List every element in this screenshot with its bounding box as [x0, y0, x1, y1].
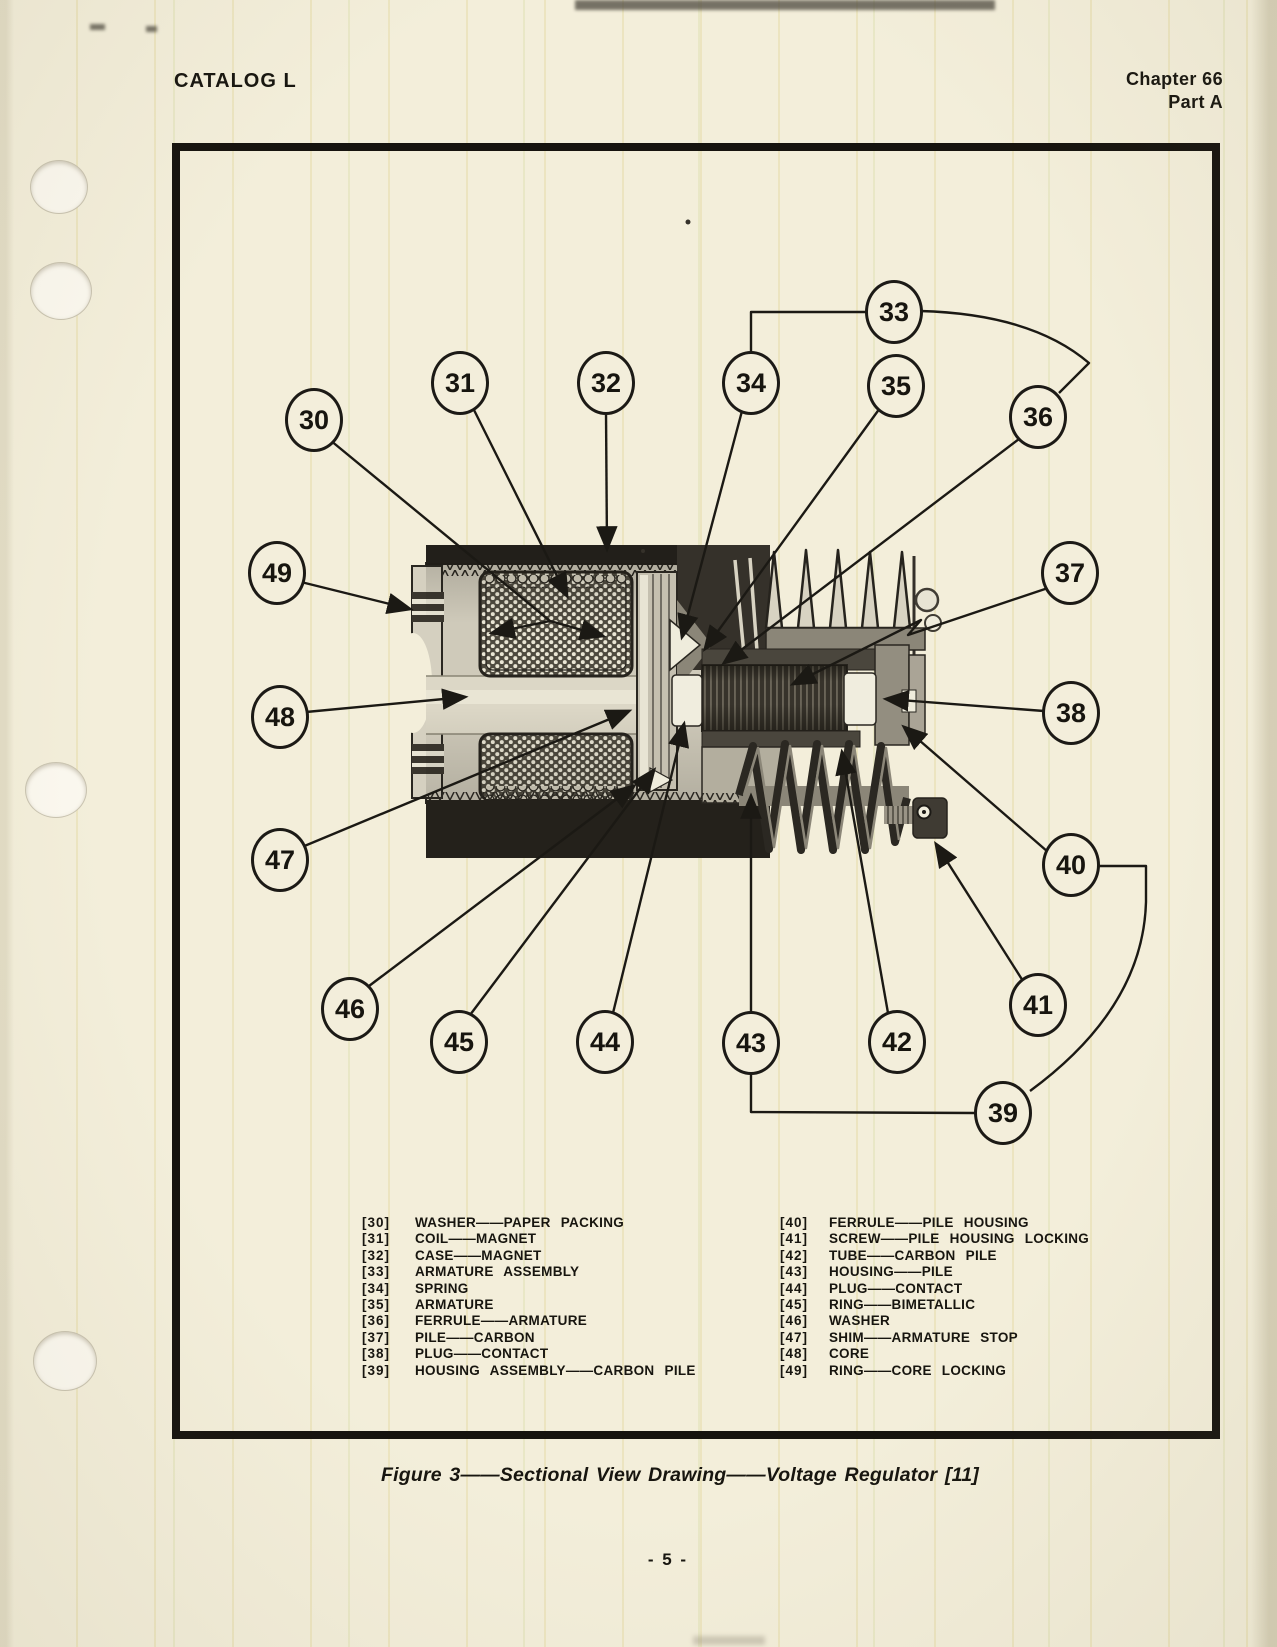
- legend-row: [49]RING——CORE LOCKING: [780, 1362, 1007, 1378]
- leader-40-bracket: [1029, 864, 1148, 1092]
- punch-hole: [30, 160, 88, 214]
- figure-caption: Figure 3——Sectional View Drawing——Voltag…: [381, 1464, 979, 1486]
- contact-plug-right: [843, 672, 877, 726]
- leader-38: [882, 689, 1045, 713]
- leader-40: [901, 724, 1049, 853]
- legend-row: [36]FERRULE——ARMATURE: [362, 1313, 588, 1329]
- callout-31: 31: [431, 351, 489, 415]
- callout-43: 43: [722, 1011, 780, 1075]
- callout-33: 33: [865, 280, 923, 344]
- callout-35: 35: [867, 354, 925, 418]
- ferrule-ring: [914, 587, 940, 613]
- bellows-spring: [735, 740, 911, 854]
- legend-row: [42]TUBE——CARBON PILE: [780, 1247, 997, 1263]
- callout-39: 39: [974, 1081, 1032, 1145]
- legend-row: [47]SHIM——ARMATURE STOP: [780, 1329, 1018, 1345]
- callout-49: 49: [248, 541, 306, 605]
- scan-artifact: [575, 0, 995, 10]
- leader-32: [596, 411, 618, 553]
- leader-33-bracket-right: [919, 309, 1091, 394]
- legend-row: [34]SPRING: [362, 1280, 469, 1296]
- leader-30-arrow: [488, 617, 551, 639]
- callout-32: 32: [577, 351, 635, 415]
- callout-44: 44: [576, 1010, 634, 1074]
- legend-row: [33]ARMATURE ASSEMBLY: [362, 1264, 580, 1280]
- callout-37: 37: [1041, 541, 1099, 605]
- legend-row: [46]WASHER: [780, 1313, 891, 1329]
- punch-hole: [30, 262, 92, 320]
- part-label: Part A: [1168, 92, 1223, 112]
- leader-31: [470, 405, 569, 600]
- scan-speck: [641, 549, 645, 553]
- leader-48: [305, 688, 469, 714]
- callout-41: 41: [1009, 973, 1067, 1037]
- callout-46: 46: [321, 977, 379, 1041]
- legend-row: [45]RING——BIMETALLIC: [780, 1297, 976, 1313]
- legend-row: [37]PILE——CARBON: [362, 1329, 535, 1345]
- callout-42: 42: [868, 1010, 926, 1074]
- callout-40: 40: [1042, 833, 1100, 897]
- legend-row: [48]CORE: [780, 1346, 870, 1362]
- leader-30-arrow: [549, 619, 607, 641]
- page-number: - 5 -: [647, 1550, 689, 1569]
- callout-30: 30: [285, 388, 343, 452]
- spring-leaf: [748, 557, 760, 665]
- legend-row: [41]SCREW——PILE HOUSING LOCKING: [780, 1231, 1090, 1247]
- legend-row: [30]WASHER——PAPER PACKING: [362, 1215, 625, 1230]
- callout-47: 47: [251, 828, 309, 892]
- scan-artifact: [90, 24, 105, 30]
- leader-49: [300, 580, 414, 615]
- legend-row: [39]HOUSING ASSEMBLY——CARBON PILE: [362, 1362, 696, 1378]
- leader-33-bracket-left: [749, 310, 868, 352]
- leader-39-bracket: [749, 1072, 976, 1115]
- leader-42: [835, 748, 890, 1014]
- case-bottom-knurl: [428, 792, 770, 803]
- chapter-label: Chapter 66: [1125, 69, 1223, 89]
- scan-speck: [685, 219, 691, 225]
- scan-artifact: [146, 26, 157, 32]
- callout-45: 45: [430, 1010, 488, 1074]
- figure-box: [172, 143, 1220, 1439]
- chapter-part-header: Chapter 66 Part A: [1126, 68, 1223, 114]
- callout-36: 36: [1009, 385, 1067, 449]
- callout-34: 34: [722, 351, 780, 415]
- legend-row: [44]PLUG——CONTACT: [780, 1280, 963, 1296]
- legend-column-right: [40]FERRULE——PILE HOUSING [41]SCREW——PIL…: [780, 1215, 1089, 1379]
- legend-row: [31]COIL——MAGNET: [362, 1231, 537, 1247]
- carbon-pile: [701, 664, 848, 732]
- leader-45: [469, 767, 657, 1016]
- legend-row: [43]HOUSING——PILE: [780, 1264, 953, 1280]
- leader-37: [789, 586, 1049, 686]
- pile-housing: [671, 548, 948, 854]
- legend-column-left: [30]WASHER——PAPER PACKING [31]COIL——MAGN…: [362, 1215, 696, 1379]
- legend-row: [32]CASE——MAGNET: [362, 1247, 542, 1263]
- leader-47: [301, 709, 633, 849]
- contact-plug-left: [671, 674, 703, 727]
- leader-46: [368, 783, 637, 987]
- leader-30: [329, 439, 551, 622]
- leader-41: [934, 840, 1025, 982]
- cooling-fins: [764, 548, 912, 630]
- legend-row: [40]FERRULE——PILE HOUSING: [780, 1215, 1029, 1230]
- leader-44: [611, 720, 690, 1014]
- legend-row: [38]PLUG——CONTACT: [362, 1346, 549, 1362]
- legend-row: [35]ARMATURE: [362, 1297, 494, 1313]
- callout-48: 48: [251, 685, 309, 749]
- locking-screw: [884, 797, 948, 839]
- punch-hole: [33, 1331, 97, 1391]
- sectional-view-drawing: [300, 219, 1148, 1115]
- leader-35: [702, 407, 881, 652]
- leader-36: [721, 438, 1020, 666]
- scan-artifact: [693, 1636, 765, 1645]
- case-bottom-band: [426, 800, 770, 858]
- leader-34: [677, 410, 744, 641]
- callout-38: 38: [1042, 681, 1100, 745]
- armature-plates: [636, 571, 678, 791]
- catalog-title: CATALOG L: [174, 70, 297, 92]
- punch-hole: [25, 762, 87, 818]
- leader-lines: [300, 309, 1148, 1115]
